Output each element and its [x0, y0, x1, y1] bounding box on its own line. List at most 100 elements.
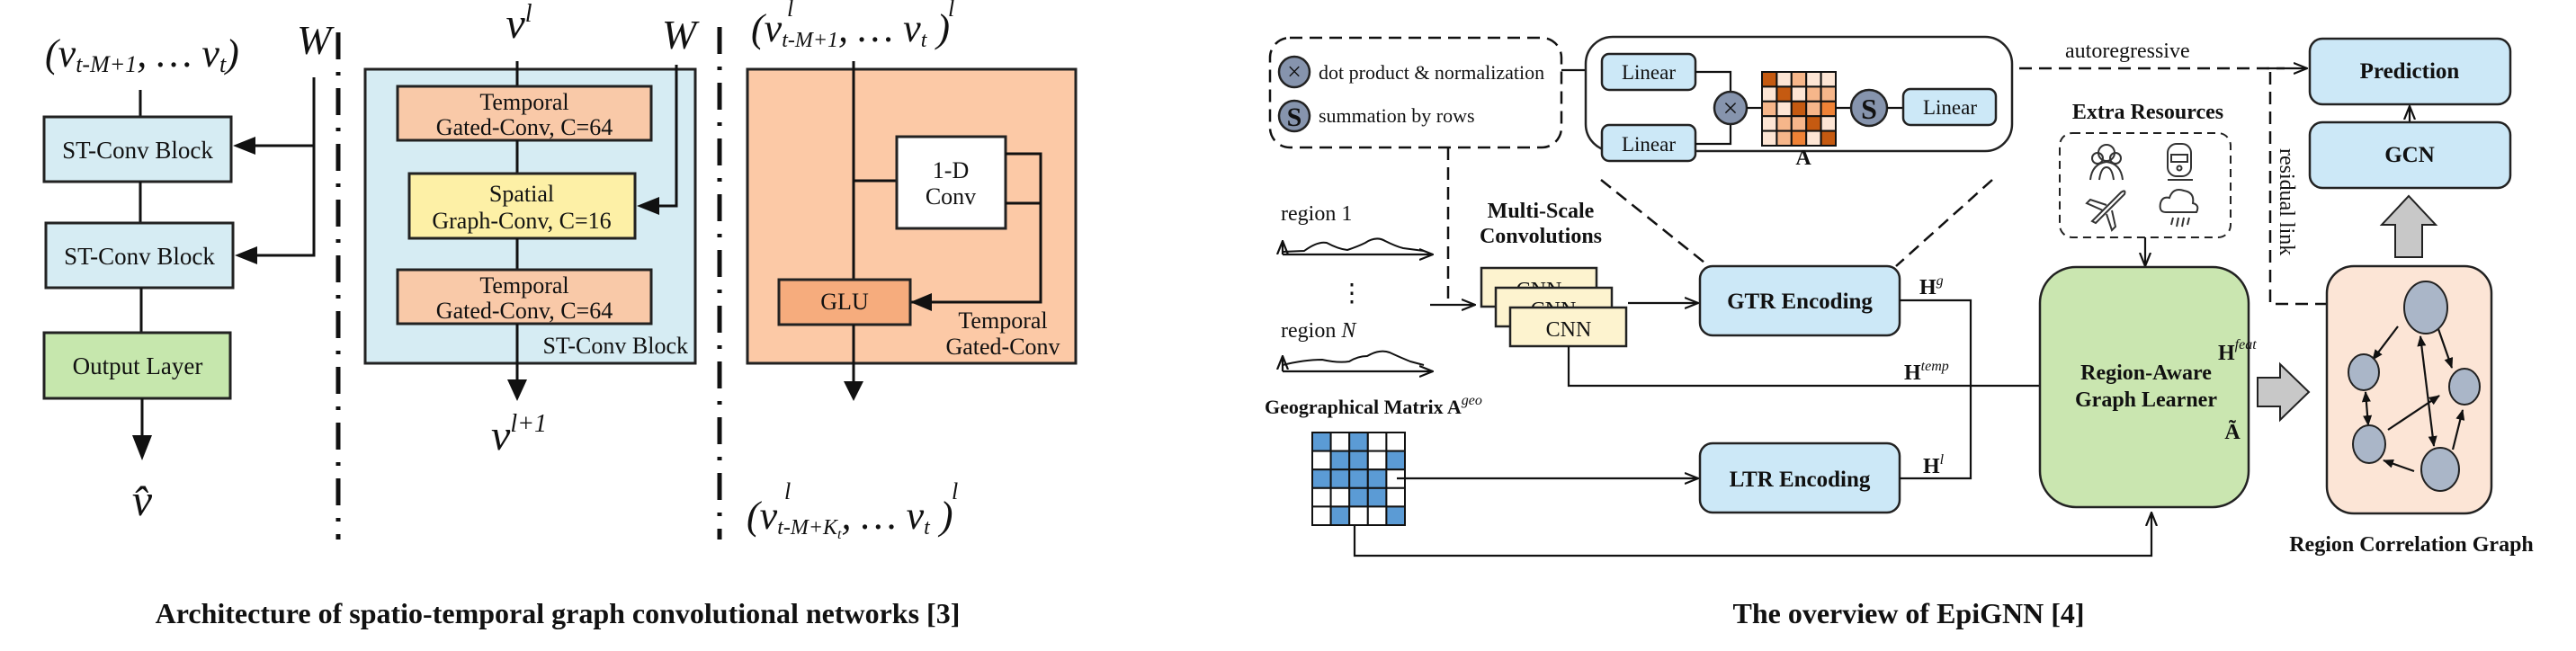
- matrix-cell: [1366, 486, 1388, 508]
- matrix-cell: [1311, 505, 1332, 527]
- prediction-box[interactable]: [2308, 37, 2512, 106]
- region-aware-graph-learner[interactable]: [2038, 265, 2250, 509]
- st-conv-block-1: [42, 115, 233, 183]
- learner-line2: Graph Learner: [2075, 388, 2217, 412]
- gated-output-sup2: l: [952, 478, 958, 504]
- epignn-diagram: × dot product & normalization S summatio…: [1265, 35, 2534, 557]
- matrix-cell: [1348, 505, 1369, 527]
- matrix-cell: [1366, 432, 1388, 452]
- st-conv-block-2-label: ST-Conv Block: [64, 243, 215, 270]
- graph-node: [2348, 353, 2380, 391]
- geo-matrix-label: Geographical Matrix Ageo: [1265, 393, 1482, 418]
- linear-top-label: Linear: [1622, 61, 1676, 84]
- w-connector: [657, 65, 678, 208]
- matrix-cell: [1366, 468, 1388, 489]
- gated-input-sup: l: [787, 0, 793, 22]
- hg-hl-link: [1900, 299, 1972, 480]
- conv-1d-line1: 1-D: [933, 157, 969, 183]
- block-output-label: vl+1: [491, 410, 547, 459]
- conv-out-connector: [910, 152, 1042, 304]
- output-layer-label: Output Layer: [73, 352, 203, 379]
- matrix-cell: [1790, 71, 1808, 88]
- dot-product-op-symbol: ×: [1723, 94, 1739, 123]
- matrix-cell: [1820, 85, 1837, 103]
- summation-icon: [1277, 99, 1311, 133]
- summation-op-symbol: S: [1861, 93, 1877, 125]
- spatial-line2: Graph-Conv, C=16: [432, 208, 611, 234]
- overview-input-label: (vt-M+1, … vt): [45, 31, 239, 77]
- matrix-cell: [1348, 432, 1369, 452]
- matrix-cell: [1805, 129, 1822, 147]
- gcn-box[interactable]: [2308, 120, 2512, 190]
- legend-box: [1268, 36, 1563, 149]
- spatial-graph-conv: [407, 172, 637, 240]
- arrow-head: [132, 435, 152, 460]
- stgcn-caption: Architecture of spatio-temporal graph co…: [156, 597, 961, 629]
- linear-bottom-label: Linear: [1622, 133, 1676, 156]
- summation-symbol: S: [1287, 103, 1302, 132]
- matrix-cell: [1790, 85, 1808, 103]
- output-layer: [42, 331, 232, 400]
- summation-label: summation by rows: [1319, 104, 1475, 127]
- h-temp-link: [1567, 346, 2076, 386]
- matrix-cell: [1366, 450, 1388, 471]
- graph-node: [2352, 424, 2386, 464]
- geo-matrix: [1311, 432, 1407, 527]
- matrix-cell: [1311, 468, 1332, 489]
- matrix-cell: [1761, 100, 1778, 118]
- residual-link-label: residual link: [2275, 148, 2298, 255]
- conv-1d-line2: Conv: [926, 183, 976, 210]
- region-n-series: [1283, 350, 1433, 371]
- graph-node: [2448, 368, 2481, 406]
- matrix-cell: [1385, 432, 1407, 452]
- matrix-cell: [1805, 100, 1822, 118]
- gated-input-label: (vt-M+1, … vt ): [751, 6, 950, 52]
- matrix-cell: [1761, 71, 1778, 88]
- glu-label: GLU: [820, 289, 869, 315]
- graph-node: [2420, 447, 2460, 492]
- graph-edges: [2361, 326, 2465, 473]
- arrow-head: [235, 246, 257, 264]
- overview-w-label: W: [297, 17, 335, 63]
- matrix-cell: [1366, 505, 1388, 527]
- geo-to-learner: [1353, 513, 2151, 557]
- matrix-cell: [1790, 100, 1808, 118]
- graph-node: [2403, 281, 2448, 334]
- matrix-cell: [1790, 129, 1808, 147]
- epignn-caption: The overview of EpiGNN [4]: [1732, 597, 2084, 629]
- connector: [1695, 70, 1732, 92]
- matrix-cell: [1820, 115, 1837, 132]
- temporal-gated-conv-1: [396, 85, 653, 142]
- matrix-cell: [1820, 100, 1837, 118]
- dot-product-symbol: ×: [1287, 58, 1301, 86]
- st-conv-container-label: ST-Conv Block: [542, 333, 688, 359]
- arrow-head: [233, 137, 255, 155]
- gated-output-label: (vt-M+Kt, … vt ): [747, 494, 953, 542]
- matrix-cell: [1311, 432, 1332, 452]
- gated-container-line2: Gated-Conv: [945, 334, 1060, 360]
- matrix-cell: [1329, 432, 1351, 452]
- st-conv-block-1-label: ST-Conv Block: [62, 137, 213, 164]
- h-l-label: Hl: [1923, 452, 1945, 478]
- h-feat-label: Hfeat: [2218, 337, 2257, 365]
- matrix-cell: [1329, 468, 1351, 489]
- h-temp-label: Htemp: [1904, 359, 1949, 385]
- matrix-cell: [1385, 450, 1407, 471]
- correlation-graph-label: Region Correlation Graph: [2289, 533, 2534, 557]
- a-tilde-label: Ã: [2224, 421, 2241, 444]
- gtr-label: GTR Encoding: [1727, 290, 1873, 314]
- train-icon: [2167, 143, 2193, 181]
- w-connector: [255, 77, 316, 257]
- region-1-series: [1283, 237, 1433, 254]
- dot-product-label: dot product & normalization: [1319, 61, 1544, 84]
- matrix-cell: [1820, 129, 1837, 147]
- zoom-line: [1600, 179, 1710, 267]
- matrix-cell: [1329, 486, 1351, 508]
- arrow-head: [910, 293, 932, 311]
- matrix-cell: [1348, 450, 1369, 471]
- temporal2-line2: Gated-Conv, C=64: [436, 298, 613, 324]
- st-conv-block-2: [44, 221, 235, 290]
- matrix-cell: [1348, 468, 1369, 489]
- gated-output-sup: l: [784, 478, 791, 504]
